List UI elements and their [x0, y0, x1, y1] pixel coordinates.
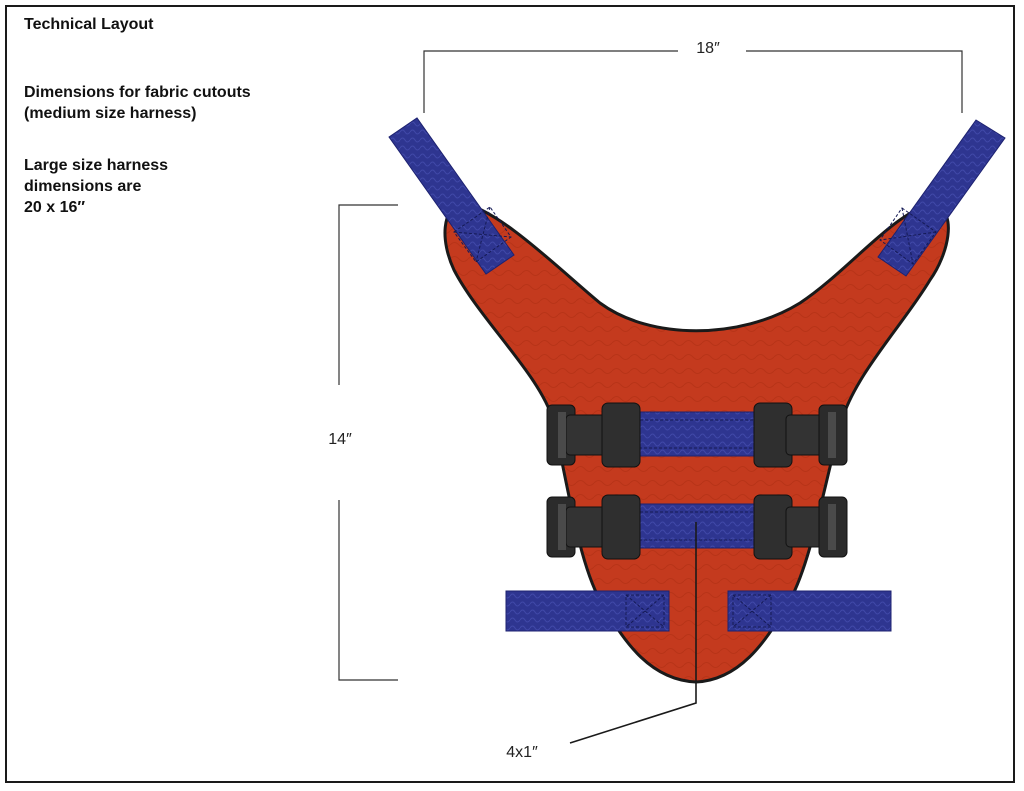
fabric-cutouts-note-line-2: (medium size harness) [24, 105, 197, 122]
fabric-cutouts-note-line-1: Dimensions for fabric cutouts [24, 84, 251, 101]
large-size-note-line-2: dimensions are [24, 178, 142, 195]
strap-size-label: 4x1″ [506, 744, 538, 761]
right-shoulder-strap [877, 119, 1006, 277]
width-dimension: 18″ [423, 40, 963, 113]
lower-right-buckle [753, 494, 848, 560]
height-dimension: 14″ [328, 204, 398, 681]
left-shoulder-strap [388, 117, 515, 275]
lower-left-buckle [546, 494, 641, 560]
large-size-note-line-1: Large size harness [24, 157, 169, 174]
upper-left-buckle [546, 402, 641, 468]
bottom-left-strap [505, 590, 670, 632]
height-label: 14″ [328, 431, 352, 448]
strap-size-callout: 4x1″ [506, 522, 697, 761]
upper-right-buckle [753, 402, 848, 468]
large-size-note-line-3: 20 x 16″ [24, 199, 86, 216]
page-title: Technical Layout [24, 16, 154, 33]
bottom-right-strap [727, 590, 892, 632]
diagram-frame [5, 5, 1015, 783]
large-size-note: Large size harness dimensions are 20 x 1… [24, 155, 168, 218]
fabric-cutouts-note: Dimensions for fabric cutouts (medium si… [24, 82, 251, 124]
width-label: 18″ [696, 40, 720, 57]
